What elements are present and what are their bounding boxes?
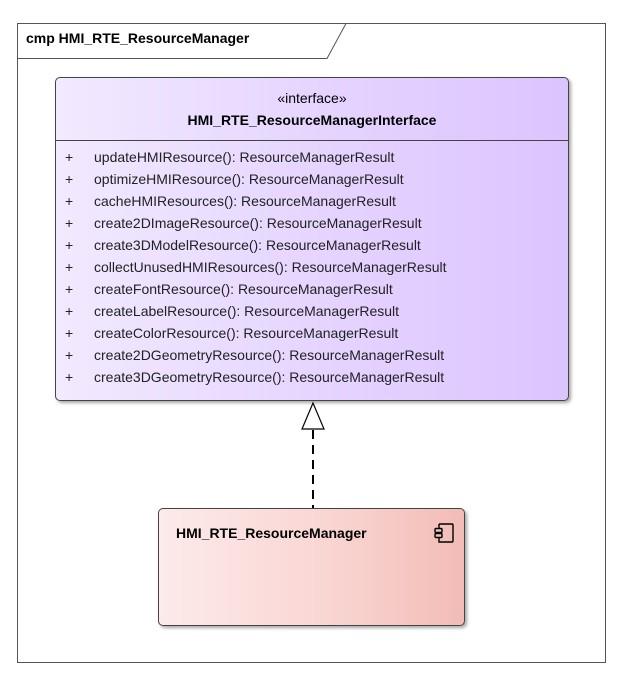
operation-signature: create3DModelResource(): ResourceManager… [94,237,421,253]
operation-visibility: + [65,325,74,341]
operation-row: + createLabelResource(): ResourceManager… [56,303,568,325]
operation-signature: optimizeHMIResource(): ResourceManagerRe… [94,171,404,187]
operation-row: + create3DGeometryResource(): ResourceMa… [56,369,568,391]
realization-connector [301,401,325,508]
operation-visibility: + [65,193,74,209]
interface-class-box[interactable]: «interface» HMI_RTE_ResourceManagerInter… [55,77,569,401]
operation-signature: updateHMIResource(): ResourceManagerResu… [94,149,395,165]
operation-row: + createColorResource(): ResourceManager… [56,325,568,347]
operation-visibility: + [65,303,74,319]
operation-signature: createLabelResource(): ResourceManagerRe… [94,303,400,319]
interface-name: HMI_RTE_ResourceManagerInterface [187,112,437,128]
operation-row: + create2DGeometryResource(): ResourceMa… [56,347,568,369]
operation-row: + create2DImageResource(): ResourceManag… [56,215,568,237]
operation-visibility: + [65,149,74,165]
operation-row: + create3DModelResource(): ResourceManag… [56,237,568,259]
operation-visibility: + [65,281,74,297]
operation-row: + createFontResource(): ResourceManagerR… [56,281,568,303]
operation-signature: collectUnusedHMIResources(): ResourceMan… [94,259,447,275]
component-box[interactable]: HMI_RTE_ResourceManager [158,508,465,626]
operation-row: + updateHMIResource(): ResourceManagerRe… [56,149,568,171]
component-name: HMI_RTE_ResourceManager [176,525,367,541]
operation-signature: createColorResource(): ResourceManagerRe… [94,325,399,341]
operation-signature: create2DImageResource(): ResourceManager… [94,215,422,231]
interface-stereotype: «interface» [277,90,347,106]
operation-row: + optimizeHMIResource(): ResourceManager… [56,171,568,193]
operation-visibility: + [65,369,74,385]
operation-signature: create2DGeometryResource(): ResourceMana… [94,347,445,363]
operation-row: + collectUnusedHMIResources(): ResourceM… [56,259,568,281]
operation-visibility: + [65,237,74,253]
operation-visibility: + [65,215,74,231]
interface-header: «interface» HMI_RTE_ResourceManagerInter… [56,78,568,141]
frame-title: cmp HMI_RTE_ResourceManager [26,30,250,46]
operation-visibility: + [65,171,74,187]
operation-signature: create3DGeometryResource(): ResourceMana… [94,369,445,385]
operation-row: + cacheHMIResources(): ResourceManagerRe… [56,193,568,215]
operation-signature: cacheHMIResources(): ResourceManagerResu… [94,193,396,209]
operation-visibility: + [65,259,74,275]
component-icon [434,523,454,543]
frame-title-tab [17,23,347,59]
operation-signature: createFontResource(): ResourceManagerRes… [94,281,393,297]
operation-visibility: + [65,347,74,363]
realization-arrowhead [301,401,325,430]
